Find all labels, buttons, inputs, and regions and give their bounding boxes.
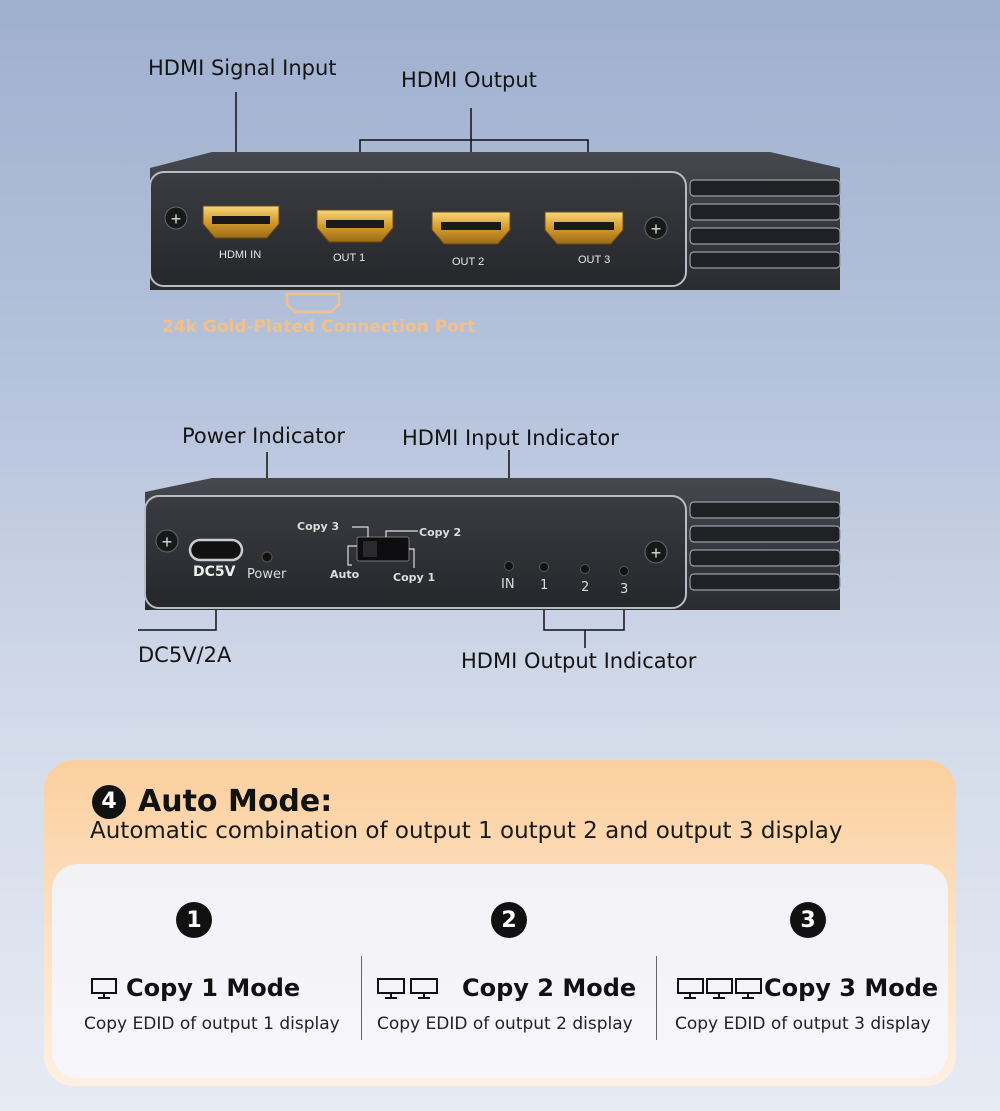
hdmi-port-out-2 — [431, 211, 511, 245]
hdmi-port-in — [202, 205, 280, 239]
led-label-in: IN — [501, 577, 515, 592]
led-3 — [619, 566, 629, 576]
mode-copy-2: 2 Copy 2 Mode Copy EDID of output 2 disp… — [370, 864, 660, 1078]
mode-number: 3 — [790, 902, 826, 938]
mode-title: Copy 2 Mode — [376, 974, 636, 1002]
device-illustrations: + + — [138, 92, 841, 648]
power-led — [261, 551, 273, 563]
mode-title: Copy 1 Mode — [90, 974, 300, 1002]
hdmi-port-out-3 — [544, 211, 624, 245]
panel-label-copy1: Copy 1 — [393, 571, 436, 584]
callout-hdmi-signal-input: HDMI Signal Input — [148, 56, 337, 80]
card-title-text: Auto Mode: — [138, 784, 333, 819]
mode-copy-3: 3 Copy 3 Mode Copy EDID of output 3 disp… — [664, 864, 948, 1078]
hdmi-port-out-1 — [316, 209, 394, 243]
led-label-3: 3 — [620, 582, 629, 597]
badge-number: 4 — [92, 784, 126, 819]
svg-text:+: + — [651, 543, 662, 563]
svg-text:+: + — [171, 209, 182, 229]
mode-description: Copy EDID of output 1 display — [84, 1014, 340, 1034]
card-subtitle: Automatic combination of output 1 output… — [90, 818, 843, 844]
monitor-icon — [90, 976, 118, 1000]
mode-title: Copy 3 Mode — [676, 974, 938, 1002]
led-2 — [580, 564, 590, 574]
panel-label-copy2: Copy 2 — [419, 526, 462, 539]
mode-number: 2 — [491, 902, 527, 938]
panel-label-auto: Auto — [330, 568, 360, 581]
panel-label-copy3: Copy 3 — [297, 520, 340, 533]
callout-gold-plated: 24k Gold-Plated Connection Port — [162, 317, 476, 337]
callout-hdmi-output-indicator: HDMI Output Indicator — [461, 649, 697, 673]
divider — [656, 956, 657, 1040]
port-label-out-1: OUT 1 — [333, 252, 366, 264]
port-label-out-2: OUT 2 — [452, 256, 485, 268]
callout-hdmi-input-indicator: HDMI Input Indicator — [402, 426, 619, 450]
led-label-2: 2 — [581, 580, 590, 595]
panel-label-dc5v: DC5V — [193, 564, 236, 580]
svg-text:+: + — [651, 219, 662, 239]
hdmi-splitter-top-view: + + — [149, 152, 841, 290]
callout-dc5v-2a: DC5V/2A — [138, 643, 232, 667]
callout-hdmi-output: HDMI Output — [401, 68, 537, 92]
port-label-hdmi-in: HDMI IN — [219, 249, 262, 261]
led-label-1: 1 — [540, 578, 549, 593]
led-1 — [539, 562, 549, 572]
modes-panel: 1 Copy 1 Mode Copy EDID of output 1 disp… — [52, 864, 948, 1078]
callout-power-indicator: Power Indicator — [182, 424, 345, 448]
divider — [361, 956, 362, 1040]
led-in — [504, 561, 514, 571]
monitor-icon-pair — [376, 976, 440, 1000]
mode-description: Copy EDID of output 3 display — [675, 1014, 931, 1034]
mode-number: 1 — [176, 902, 212, 938]
hdmi-splitter-rear-view: + + — [144, 478, 841, 610]
hdmi-port-icon — [285, 292, 341, 314]
card-title: 4 Auto Mode: — [92, 784, 332, 819]
usb-c-port — [188, 538, 244, 562]
auto-mode-card: 4 Auto Mode: Automatic combination of ou… — [44, 760, 956, 1086]
mode-copy-1: 1 Copy 1 Mode Copy EDID of output 1 disp… — [72, 864, 362, 1078]
mode-description: Copy EDID of output 2 display — [377, 1014, 633, 1034]
monitor-icon-triple — [676, 976, 764, 1000]
panel-label-power: Power — [247, 567, 287, 582]
svg-text:+: + — [162, 532, 173, 552]
port-label-out-3: OUT 3 — [578, 254, 611, 266]
